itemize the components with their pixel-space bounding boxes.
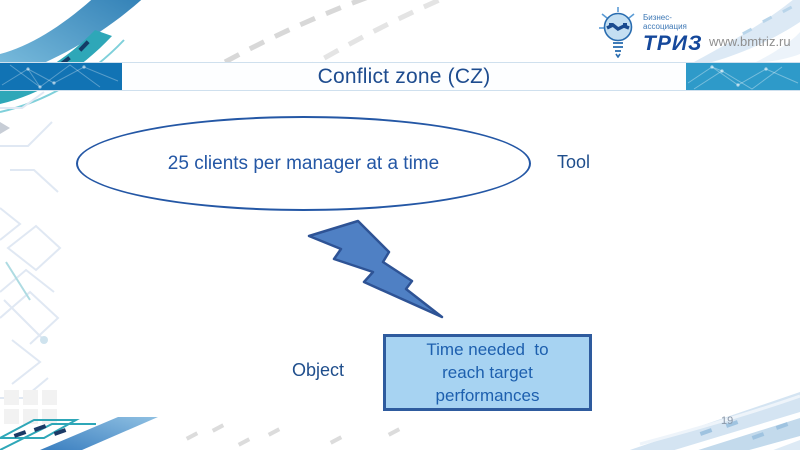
website-link: www.bmtriz.ru xyxy=(709,34,791,49)
logo-brand: ТРИЗ xyxy=(643,32,703,55)
title-bar-left-block xyxy=(0,63,122,90)
object-text-line1: Time needed to xyxy=(426,340,549,359)
plexus-pattern-right xyxy=(687,65,799,90)
top-right-road-decoration xyxy=(694,0,800,62)
object-text-line2: reach target xyxy=(442,363,533,382)
page-number: 19 xyxy=(721,415,734,427)
title-bar: Conflict zone (CZ) xyxy=(0,62,800,91)
tool-label: Tool xyxy=(557,152,591,172)
plexus-pattern-left xyxy=(1,64,119,89)
logo: Бизнес- ассоциация ТРИЗ xyxy=(598,6,702,58)
object-text-line3: performances xyxy=(435,386,540,405)
lightbulb-handshake-icon xyxy=(599,7,635,58)
title-bar-right-block xyxy=(686,63,800,90)
logo-org-line2: ассоциация xyxy=(643,22,687,31)
tool-text: 25 clients per manager at a time xyxy=(167,152,440,174)
bottom-right-road-decoration xyxy=(629,392,800,450)
object-label: Object xyxy=(292,360,345,380)
page-title: Conflict zone (CZ) xyxy=(317,64,491,88)
left-circuit-pattern xyxy=(0,91,62,424)
object-box: Time needed to reach target performances xyxy=(383,334,592,411)
tool-ellipse: 25 clients per manager at a time xyxy=(76,116,531,211)
bottom-left-decoration xyxy=(0,417,401,450)
logo-org-line1: Бизнес- xyxy=(643,13,672,22)
